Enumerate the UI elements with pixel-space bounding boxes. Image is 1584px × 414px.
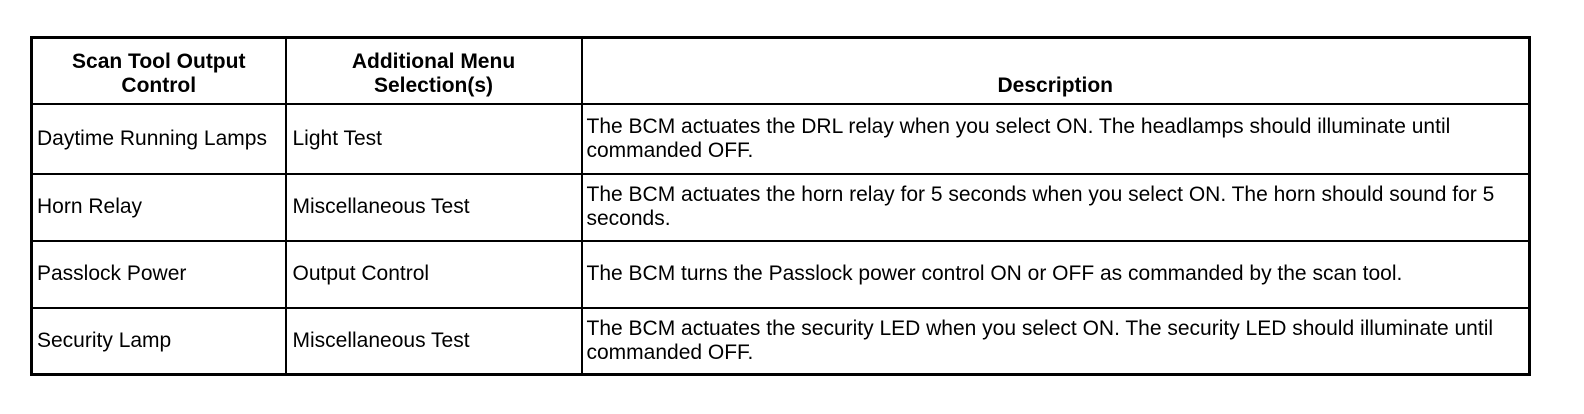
menu-selection-cell: Miscellaneous Test bbox=[284, 306, 583, 376]
output-control-table: Scan Tool Output Control Additional Menu… bbox=[30, 36, 1531, 376]
table-body: Daytime Running Lamps Light Test The BCM… bbox=[30, 102, 1531, 376]
table-row: Security Lamp Miscellaneous Test The BCM… bbox=[30, 306, 1531, 376]
description-cell: The BCM actuates the security LED when y… bbox=[580, 306, 1531, 376]
description-cell: The BCM actuates the DRL relay when you … bbox=[580, 102, 1531, 175]
table-header: Scan Tool Output Control Additional Menu… bbox=[30, 36, 1531, 105]
menu-selection-cell: Output Control bbox=[284, 239, 583, 309]
output-control-cell: Security Lamp bbox=[30, 306, 287, 376]
description-cell: The BCM actuates the horn relay for 5 se… bbox=[580, 172, 1531, 242]
menu-selection-cell: Light Test bbox=[284, 102, 583, 175]
output-control-cell: Horn Relay bbox=[30, 172, 287, 242]
table-row: Daytime Running Lamps Light Test The BCM… bbox=[30, 102, 1531, 175]
header-scan-tool-output-control: Scan Tool Output Control bbox=[30, 36, 287, 105]
header-row: Scan Tool Output Control Additional Menu… bbox=[30, 36, 1531, 105]
header-description: Description bbox=[580, 36, 1531, 105]
header-additional-menu-selections: Additional Menu Selection(s) bbox=[284, 36, 583, 105]
output-control-cell: Daytime Running Lamps bbox=[30, 102, 287, 175]
output-control-cell: Passlock Power bbox=[30, 239, 287, 309]
table-row: Horn Relay Miscellaneous Test The BCM ac… bbox=[30, 172, 1531, 242]
table-row: Passlock Power Output Control The BCM tu… bbox=[30, 239, 1531, 309]
menu-selection-cell: Miscellaneous Test bbox=[284, 172, 583, 242]
description-cell: The BCM turns the Passlock power control… bbox=[580, 239, 1531, 309]
